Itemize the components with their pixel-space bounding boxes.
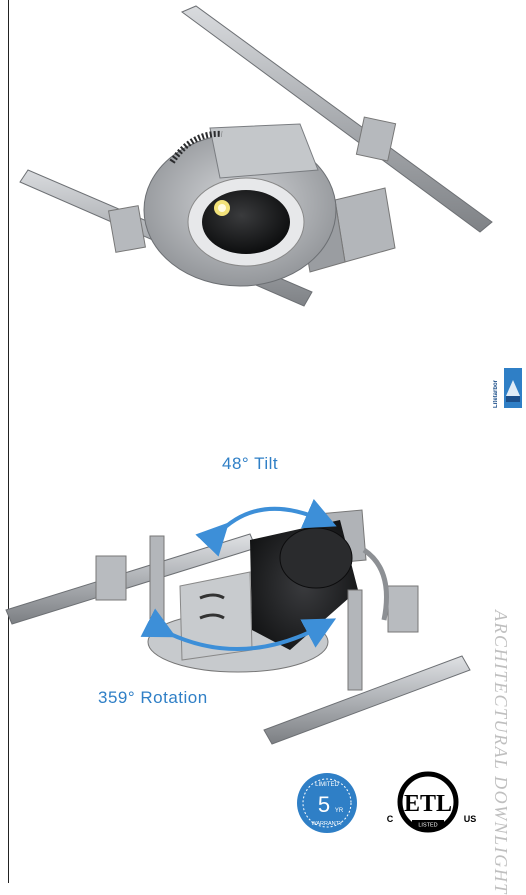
- brand-name: Litetarbor: [493, 379, 499, 408]
- etl-sub-text: LISTED: [418, 823, 437, 829]
- warranty-unit: YR: [335, 808, 344, 814]
- brand-logo-icon: [504, 368, 522, 408]
- etl-right-text: US: [464, 814, 477, 824]
- warranty-badge-icon: LIMITED 5 YR WARRANTY: [297, 773, 357, 833]
- warranty-top-text: LIMITED: [315, 782, 339, 788]
- rotation-arrow-icon: [140, 608, 337, 651]
- gimbal-module-image: [5, 498, 471, 745]
- tilt-label: 48° Tilt: [222, 454, 279, 473]
- downlight-housing-top-image: [19, 5, 493, 307]
- etl-listed-mark-icon: ETL LISTED C US: [387, 771, 477, 833]
- etl-mark-text: ETL: [404, 791, 452, 817]
- warranty-number: 5: [318, 792, 330, 817]
- left-border-line: [8, 0, 9, 883]
- rotation-label: 359° Rotation: [98, 688, 208, 707]
- side-title: ARCHITECTURAL DOWNLIGHT: [491, 610, 511, 895]
- tilt-arrow-icon: [195, 498, 337, 557]
- etl-left-text: C: [387, 814, 394, 824]
- warranty-bottom-text: WARRANTY: [311, 821, 343, 827]
